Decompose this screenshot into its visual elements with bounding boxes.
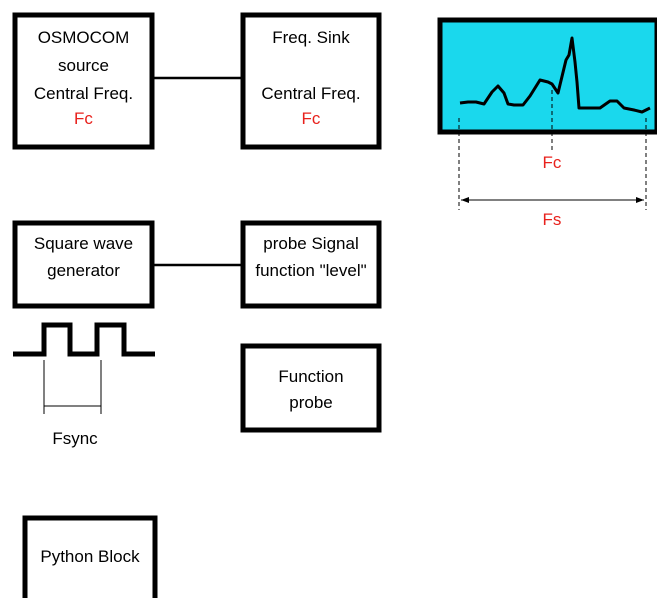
freq-sink-block: Freq. Sink Central Freq. Fc [240,12,382,150]
square-wave-trace [13,322,155,357]
freq-sink-central-freq-label: Central Freq. [261,84,360,103]
osmocom-fc-value: Fc [74,109,93,128]
python-block-label: Python Block [40,547,140,566]
function-probe-subtitle: probe [289,393,332,412]
spectrum-fc-label: Fc [543,153,562,172]
function-probe-block: Function probe [240,343,382,433]
square-wave-generator-block: Square wave generator [12,220,155,309]
freq-sink-title: Freq. Sink [272,28,350,47]
fs-arrow-left-head [461,197,469,203]
osmocom-source-block: OSMOCOM source Central Freq. Fc [12,12,155,150]
spectrum-display: Fc Fs [437,17,657,229]
square-waveform: Fsync [13,322,155,448]
osmocom-subtitle: source [58,56,109,75]
fs-arrow-right-head [636,197,644,203]
probe-signal-block: probe Signal function "level" [240,220,382,309]
square-wave-title: Square wave [34,234,133,253]
spectrum-fs-label: Fs [543,210,562,229]
fsync-label: Fsync [52,429,98,448]
osmocom-central-freq-label: Central Freq. [34,84,133,103]
python-block: Python Block [22,515,158,598]
probe-signal-subtitle: function "level" [255,261,366,280]
osmocom-title: OSMOCOM [38,28,130,47]
square-wave-subtitle: generator [47,261,120,280]
freq-sink-fc-value: Fc [302,109,321,128]
spectrum-trace [459,36,651,114]
spectrum-screen [437,17,657,135]
function-probe-title: Function [278,367,343,386]
probe-signal-title: probe Signal [263,234,358,253]
